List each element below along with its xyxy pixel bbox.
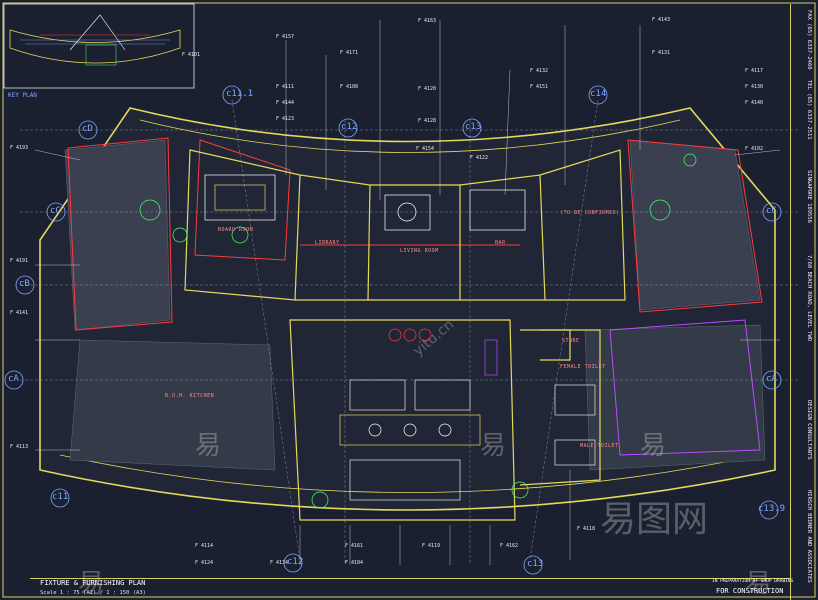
fixture-tag: F 4128 [418,118,437,124]
room-label: STORE [562,338,580,344]
interior-walls [184,149,626,521]
room-label: BOARD ROOM [218,227,254,233]
grid-label: cC [50,206,61,216]
fixture-tag: F 4113 [10,444,29,450]
fixture-tag: F 4104 [345,560,364,566]
grid-label: c13.9 [758,504,786,514]
fixture-tag: F 4131 [652,50,671,56]
room-label: B.O.H. KITCHEN [165,393,215,399]
toilet-outline [609,319,761,456]
side-firm: HIRSCH BEDNER AND ASSOCIATES [806,490,812,583]
fixture-tag: F 4102 [745,146,764,152]
fixture-tag: F 4163 [418,18,437,24]
grid-label: cD [82,124,93,134]
fixture-tag: F 4101 [182,52,201,58]
fixture-tag: F 4154 [416,146,435,152]
drawing-status: FOR CONSTRUCTION [716,587,784,595]
fixture-tag: F 4171 [340,50,359,56]
drawing-title: FIXTURE & FURNISHING PLAN [40,579,146,587]
fixture-tag: F 4122 [470,155,489,161]
grid-label: cB [19,279,30,289]
side-address: 7/60 BEACH ROAD, LEVEL TWO [806,255,812,342]
grid-label: cA [766,374,777,384]
fixture-tag: F 4123 [276,116,295,122]
fixture-tag: F 4140 [745,100,764,106]
fixture-tag: F 4130 [745,84,764,90]
watermark: 易 [640,431,667,461]
drawing-scale: Scale 1 : 75 (A1) / 1 : 150 (A3) [40,590,146,596]
side-consultants: DESIGN CONSULTANTS [806,400,812,460]
watermark: 易 [78,569,105,599]
grid-label: c13 [465,122,482,132]
fixture-tag: F 4144 [276,100,295,106]
watermark-logo: 易图网 [600,499,709,540]
fixture-tag: F 4124 [195,560,214,566]
fixture-tag: F 4132 [530,68,549,74]
room-label: (TO BE CONFIRMED) [560,210,620,216]
room-label: BAR [495,240,506,246]
fixture-tag: F 4162 [500,543,519,549]
fixture-tag: F 4119 [422,543,441,549]
red-boundary [67,137,763,331]
watermark: 易 [745,569,772,599]
grid-label: c12 [341,122,358,132]
room-label: LIVING ROOM [400,248,439,254]
side-fax: FAX (65) 6337-2460 [806,10,812,70]
room-label: FEMALE TOILET [560,364,606,370]
fixture-tag: F 4134 [270,560,289,566]
title-block [30,578,790,600]
watermark: 易 [480,431,507,461]
room-label: MALE TOILET [580,443,619,449]
side-info-strip [790,4,818,600]
keyplan-label: KEY PLAN [8,92,37,99]
fixture-tag: F 4118 [577,526,596,532]
structural-grid [20,99,800,565]
prep-note: IN PREPARATION OF SHOP DRAWING [712,579,794,584]
grid-label: cC [766,206,777,216]
fixture-tag: F 4151 [530,84,549,90]
grid-label: c14 [590,89,607,99]
fixture-tag: F 4108 [340,84,359,90]
grid-bubbles [4,85,782,575]
fixture-tag: F 4191 [10,258,29,264]
fixture-tag: F 4141 [10,310,29,316]
fixture-tag: F 4111 [276,84,295,90]
fixture-tag: F 4157 [276,34,295,40]
grid-label: c13 [527,559,544,569]
fixture-tag: F 4117 [745,68,764,74]
grid-label: cA [8,374,19,384]
leader-lines [34,20,781,565]
grid-label: c11.1 [226,89,254,99]
grid-label: c12 [287,557,304,567]
key-plan-inset [3,3,195,89]
side-city: SINGAPORE 189556 [806,170,812,223]
terrace-hatch [64,139,766,471]
fixture-tag: F 4193 [10,145,29,151]
fixture-tag: F 4143 [652,17,671,23]
fixture-tag: F 4120 [418,86,437,92]
watermark: 易 [195,431,222,461]
fixture-tag: F 4114 [195,543,214,549]
grid-label: c11 [52,492,69,502]
furniture [139,153,697,509]
side-tel: TEL (65) 6337-2511 [806,80,812,140]
room-label: LIBRARY [315,240,340,246]
fixture-tag: F 4161 [345,543,364,549]
